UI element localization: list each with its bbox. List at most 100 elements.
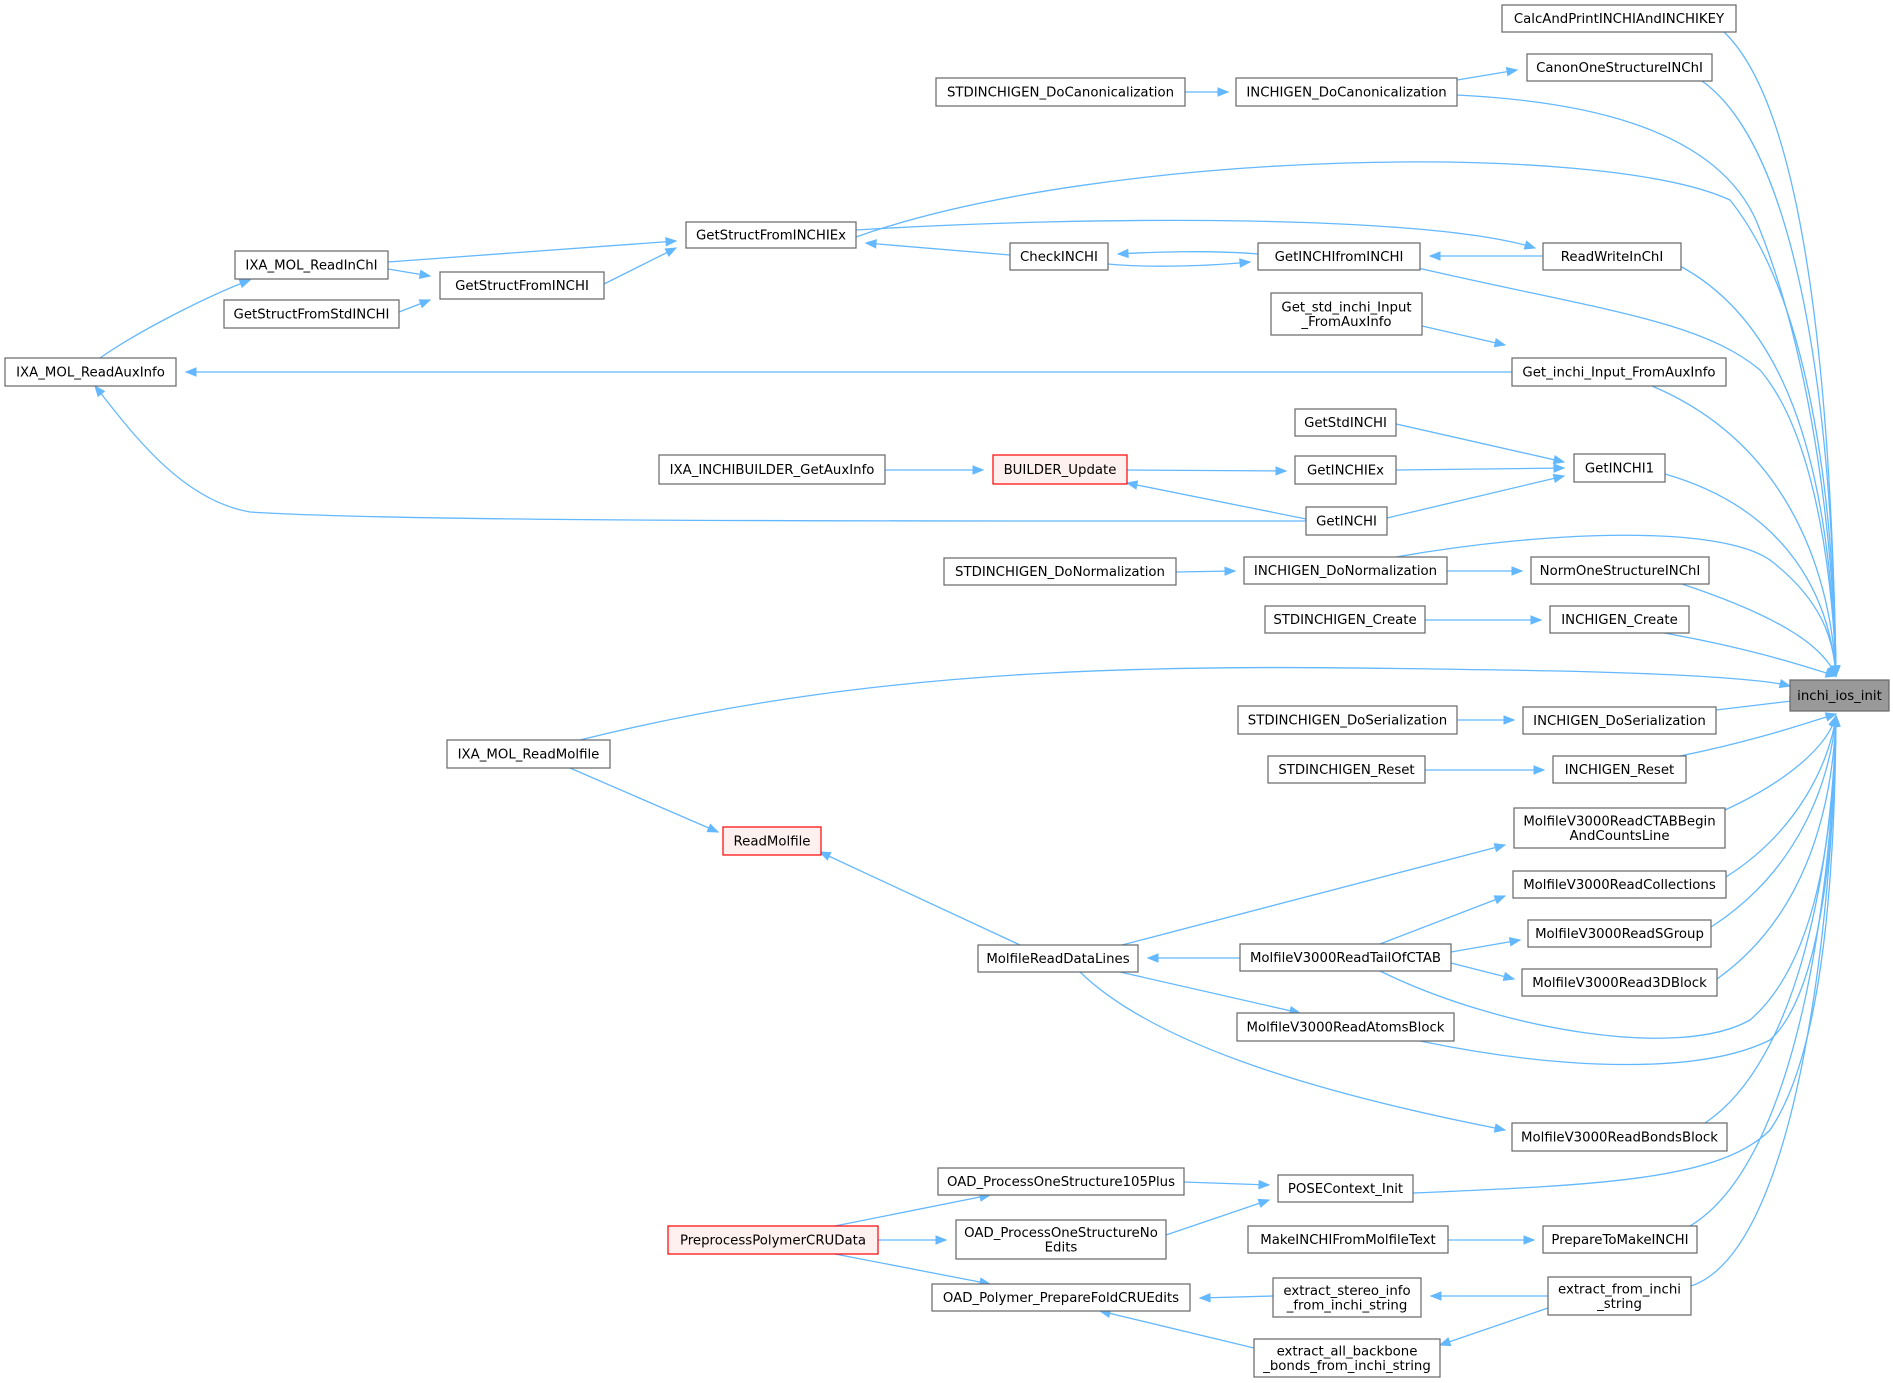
function-name-label: OAD_ProcessOneStructureNo xyxy=(964,1226,1158,1241)
call-edge-n46-to-n47 xyxy=(1429,1291,1548,1301)
call-edge-n5-to-n12 xyxy=(855,219,1537,250)
call-edge-n33-to-n39 xyxy=(1079,971,1507,1133)
function-node[interactable]: extract_from_inchi_string xyxy=(1547,1276,1692,1316)
function-node-box xyxy=(1239,943,1452,972)
function-node[interactable]: GetStructFromINCHIEx xyxy=(685,221,857,249)
function-name-label: GetINCHIEx xyxy=(1307,464,1384,479)
function-name-label: POSEContext_Init xyxy=(1288,1182,1403,1197)
function-node[interactable]: STDINCHIGEN_Reset xyxy=(1267,755,1426,784)
function-node-box xyxy=(722,826,822,856)
function-name-label: BUILDER_Update xyxy=(1004,463,1117,478)
function-name-label: STDINCHIGEN_DoNormalization xyxy=(955,565,1165,580)
function-node[interactable]: ReadWriteInChI xyxy=(1542,242,1682,271)
function-node[interactable]: CanonOneStructureINChI xyxy=(1526,53,1713,82)
function-node[interactable]: MolfileV3000ReadBondsBlock xyxy=(1511,1122,1728,1152)
call-edge-n36-to-root xyxy=(1710,714,1840,928)
call-edge-n29-to-root xyxy=(1679,712,1838,757)
call-edge-n32-to-root xyxy=(1724,714,1838,811)
function-name-label: MolfileV3000ReadAtomsBlock xyxy=(1247,1021,1445,1036)
call-edge-n21-to-n23 xyxy=(1447,566,1524,576)
function-node[interactable]: GetINCHI1 xyxy=(1573,453,1666,483)
function-node[interactable]: NormOneStructureINChI xyxy=(1530,556,1710,585)
function-node[interactable]: GetINCHIEx xyxy=(1294,455,1397,485)
function-name-label: CanonOneStructureINChI xyxy=(1536,61,1703,76)
function-name-label: CalcAndPrintINCHIAndINCHIKEY xyxy=(1514,12,1725,27)
function-node[interactable]: STDINCHIGEN_DoSerialization xyxy=(1237,705,1458,735)
function-node[interactable]: CalcAndPrintINCHIAndINCHIKEY xyxy=(1501,4,1737,33)
function-name-label: MolfileReadDataLines xyxy=(986,952,1129,967)
call-edge-n15-to-n16 xyxy=(1395,423,1566,465)
function-node[interactable]: IXA_MOL_ReadInChI xyxy=(234,250,389,280)
function-node[interactable]: PreprocessPolymerCRUData xyxy=(667,1225,879,1255)
call-edge-n26-to-root xyxy=(579,666,1792,741)
function-node[interactable]: PrepareToMakeINCHI xyxy=(1542,1225,1698,1254)
function-name-label: IXA_MOL_ReadMolfile xyxy=(458,748,600,763)
call-edge-n35-to-n34 xyxy=(1379,895,1507,945)
function-name-label: INCHIGEN_Create xyxy=(1561,613,1678,628)
function-node[interactable]: IXA_MOL_ReadAuxInfo xyxy=(4,357,177,387)
function-name-label: NormOneStructureINChI xyxy=(1540,564,1701,579)
function-node[interactable]: IXA_MOL_ReadMolfile xyxy=(446,739,611,769)
function-name-label: INCHIGEN_Reset xyxy=(1565,763,1675,778)
function-node[interactable]: MolfileV3000ReadSGroup xyxy=(1527,919,1712,948)
function-node-box xyxy=(1501,4,1737,33)
function-node[interactable]: GetStructFromINCHI xyxy=(439,271,605,300)
function-node[interactable]: CheckINCHI xyxy=(1009,242,1109,271)
call-edge-n1-to-root xyxy=(1723,31,1841,678)
function-name-label: MolfileV3000ReadSGroup xyxy=(1535,927,1704,942)
function-node[interactable]: IXA_INCHIBUILDER_GetAuxInfo xyxy=(658,454,886,485)
function-node-box xyxy=(1542,242,1682,271)
function-node-box xyxy=(1512,870,1727,899)
function-name-label: MolfileV3000ReadCollections xyxy=(1523,878,1716,893)
call-edge-n12-to-n11 xyxy=(1428,251,1543,261)
function-node[interactable]: STDINCHIGEN_DoNormalization xyxy=(943,557,1177,586)
function-node[interactable]: MolfileV3000ReadCollections xyxy=(1512,870,1727,899)
function-node[interactable]: MakeINCHIFromMolfileText xyxy=(1247,1225,1449,1254)
function-name-label: AndCountsLine xyxy=(1569,829,1669,844)
function-node-box xyxy=(1511,1122,1728,1152)
function-node[interactable]: BUILDER_Update xyxy=(992,454,1128,485)
function-node[interactable]: INCHIGEN_Reset xyxy=(1552,755,1687,784)
function-node[interactable]: INCHIGEN_DoCanonicalization xyxy=(1235,77,1458,107)
function-node[interactable]: INCHIGEN_DoNormalization xyxy=(1243,556,1448,585)
function-node[interactable]: GetINCHIfromINCHI xyxy=(1257,242,1421,271)
function-node-box xyxy=(4,357,177,387)
function-node-box xyxy=(1552,755,1687,784)
function-node[interactable]: MolfileV3000ReadAtomsBlock xyxy=(1236,1012,1455,1042)
call-edge-n20-to-n9 xyxy=(94,384,1307,522)
function-name-label: PrepareToMakeINCHI xyxy=(1551,1233,1688,1248)
function-node[interactable]: Get_inchi_Input_FromAuxInfo xyxy=(1511,357,1727,387)
call-edge-n40-to-root xyxy=(1412,714,1841,1194)
function-node[interactable]: INCHIGEN_DoSerialization xyxy=(1522,706,1717,735)
function-node-box xyxy=(1272,1277,1422,1318)
function-node[interactable]: GetINCHI xyxy=(1305,506,1388,536)
call-edge-n43-to-n42 xyxy=(878,1235,948,1245)
function-node-box xyxy=(1527,919,1712,948)
function-name-label: MakeINCHIFromMolfileText xyxy=(1260,1233,1436,1248)
function-name-label: GetStructFromStdINCHI xyxy=(234,308,390,323)
function-node-box xyxy=(1253,1338,1441,1378)
function-node[interactable]: MolfileReadDataLines xyxy=(977,944,1139,973)
function-name-label: GetStructFromINCHIEx xyxy=(696,229,846,244)
function-node[interactable]: ReadMolfile xyxy=(722,826,822,856)
root-function-node[interactable]: inchi_ios_init xyxy=(1789,679,1890,712)
function-node[interactable]: Get_std_inchi_Input_FromAuxInfo xyxy=(1270,292,1423,336)
function-node[interactable]: extract_stereo_info_from_inchi_string xyxy=(1272,1277,1422,1318)
function-node[interactable]: INCHIGEN_Create xyxy=(1549,605,1690,634)
function-node[interactable]: OAD_ProcessOneStructure105Plus xyxy=(937,1167,1185,1196)
function-node[interactable]: MolfileV3000Read3DBlock xyxy=(1521,968,1718,997)
function-node[interactable]: OAD_Polymer_PrepareFoldCRUEdits xyxy=(931,1283,1191,1312)
function-node[interactable]: extract_all_backbone_bonds_from_inchi_st… xyxy=(1253,1338,1441,1378)
call-edge-n6-to-n5 xyxy=(387,237,678,263)
function-node[interactable]: GetStdINCHI xyxy=(1294,408,1397,437)
function-node[interactable]: MolfileV3000ReadTailOfCTAB xyxy=(1239,943,1452,972)
call-edge-n46-to-n49 xyxy=(1438,1307,1549,1347)
function-node-box xyxy=(1789,679,1890,712)
function-node[interactable]: STDINCHIGEN_Create xyxy=(1264,605,1426,634)
function-node[interactable]: GetStructFromStdINCHI xyxy=(223,299,400,329)
function-node[interactable]: POSEContext_Init xyxy=(1277,1174,1414,1203)
function-node[interactable]: STDINCHIGEN_DoCanonicalization xyxy=(935,77,1186,107)
